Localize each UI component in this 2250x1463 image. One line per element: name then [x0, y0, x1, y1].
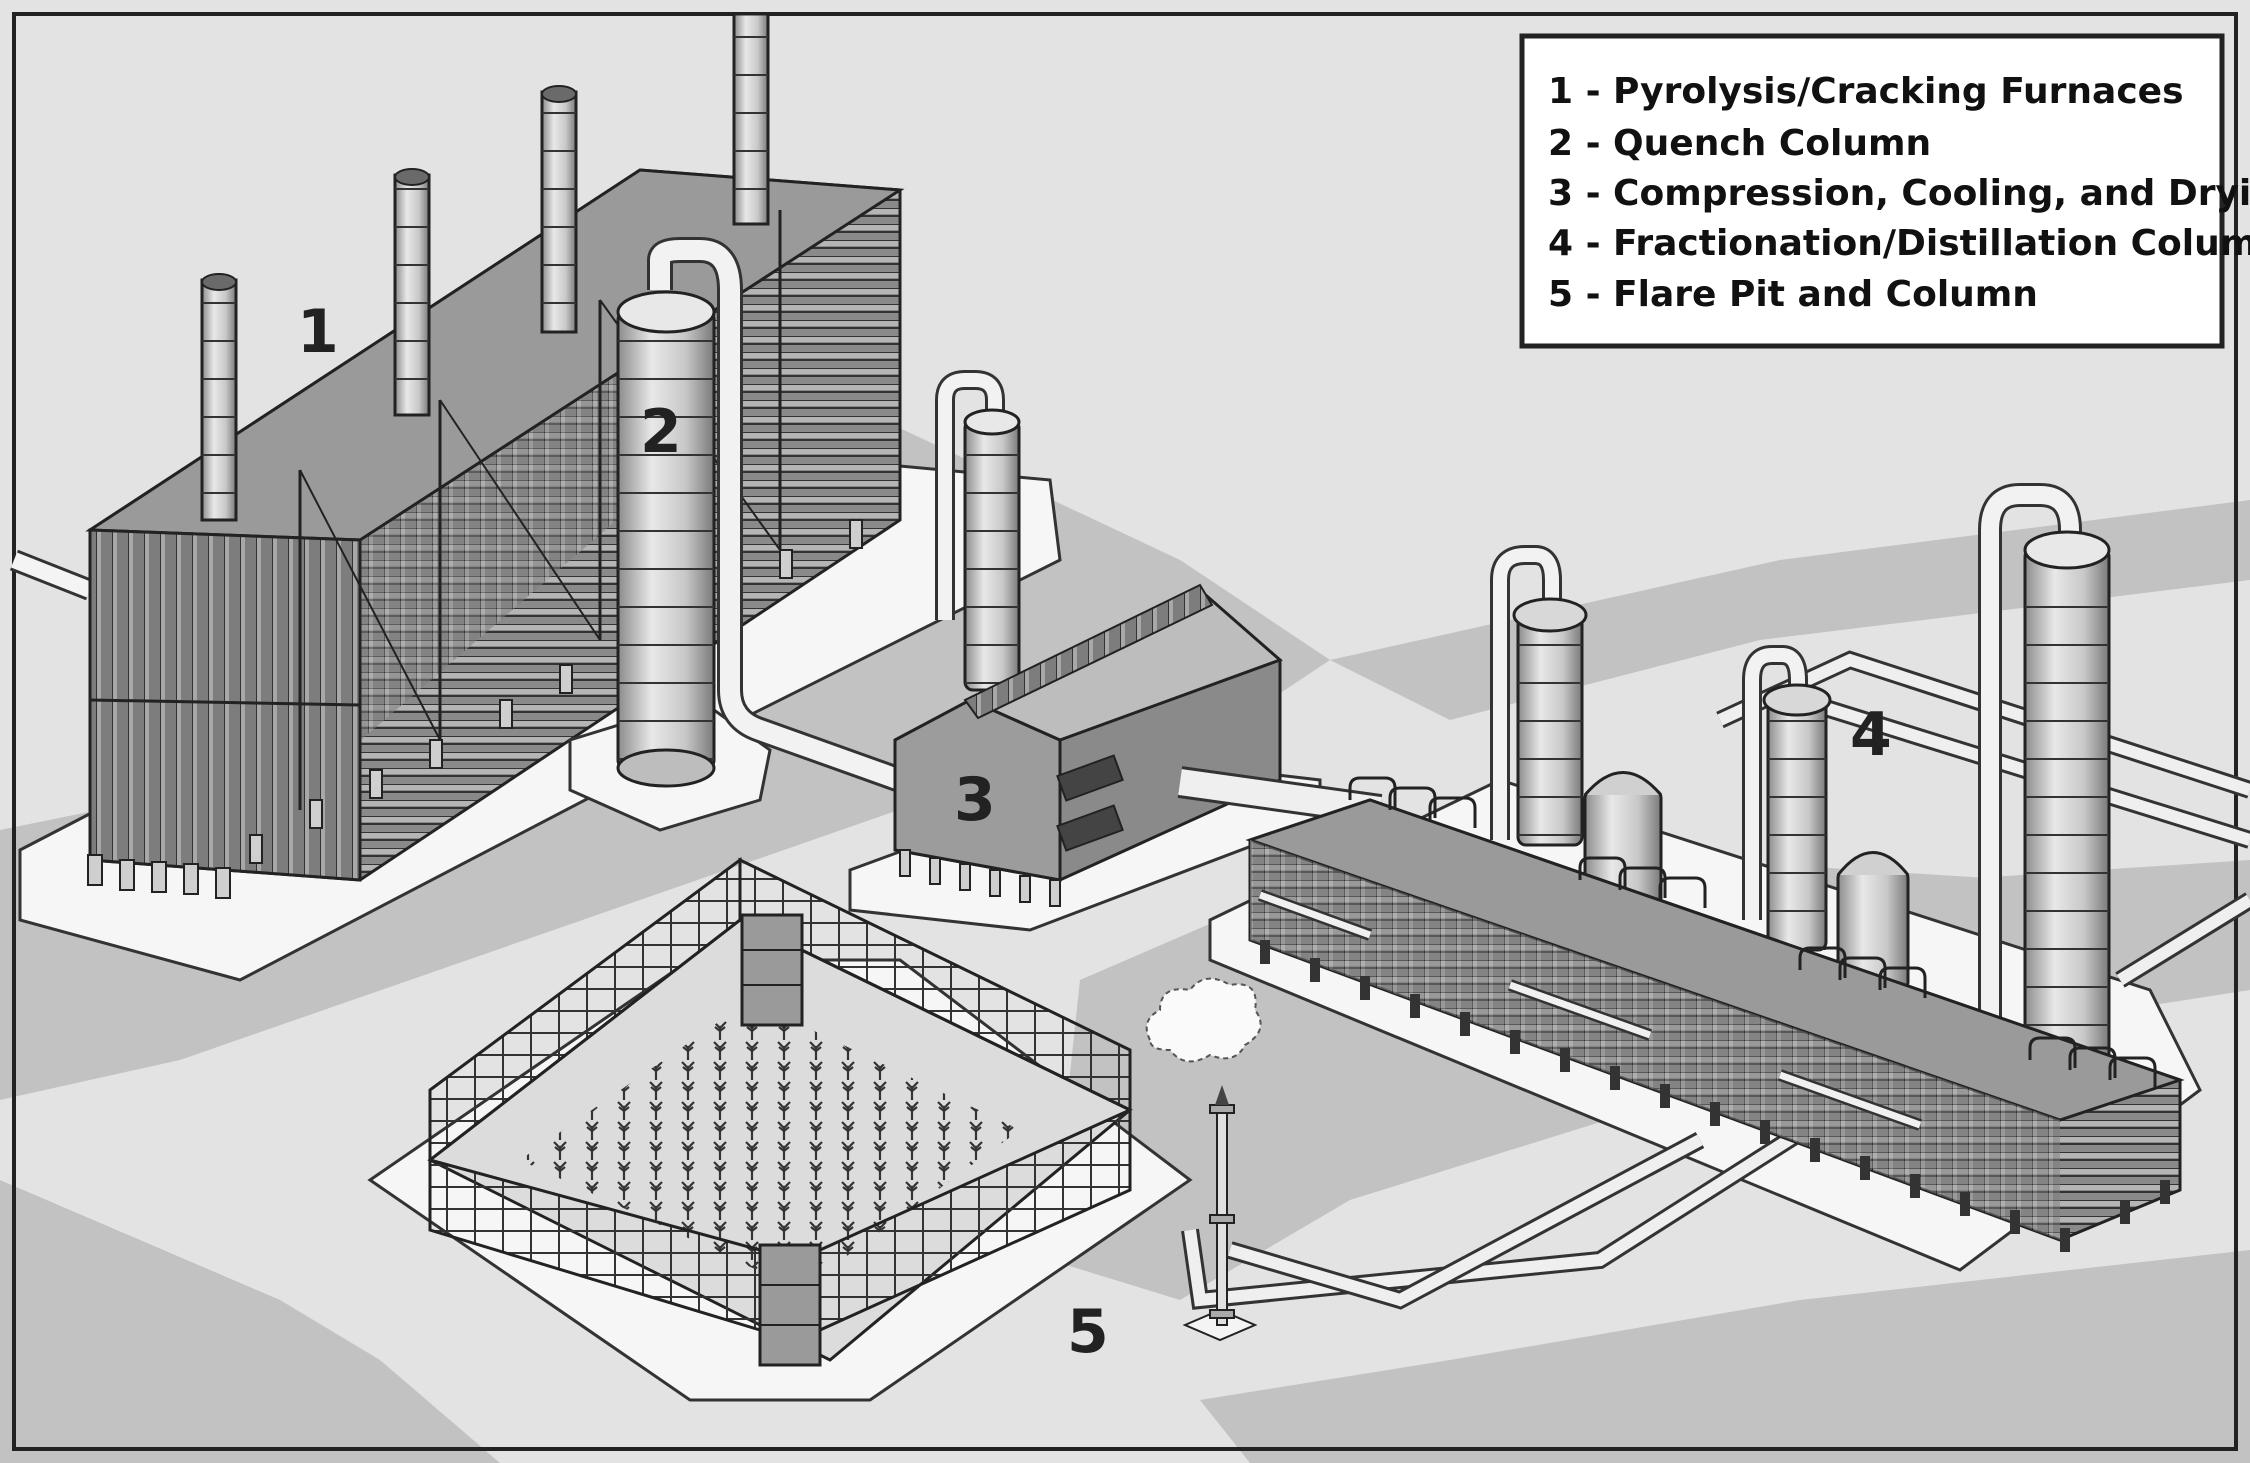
legend-item-4: 4 - Fractionation/Distillation Columns	[1548, 223, 2250, 264]
legend-item-2: 2 - Quench Column	[1548, 123, 1931, 164]
frame	[12, 12, 2238, 1451]
legend: 1 - Pyrolysis/Cracking Furnaces 2 - Quen…	[1519, 33, 2250, 349]
legend-item-1: 1 - Pyrolysis/Cracking Furnaces	[1548, 71, 2184, 112]
legend-item-5: 5 - Flare Pit and Column	[1548, 274, 2038, 315]
distillation-columns	[1490, 483, 2111, 1067]
legend-item-3: 3 - Compression, Cooling, and Drying	[1548, 173, 2250, 214]
marker-compression: 3	[954, 765, 996, 835]
marker-quench: 2	[640, 397, 682, 467]
marker-fractionation: 4	[1850, 700, 1892, 770]
furnace-stacks	[200, 12, 770, 522]
compressor-column	[963, 408, 1021, 692]
legend-box	[1519, 33, 2225, 349]
exchanger-rack	[1245, 776, 2185, 1252]
quench-column	[616, 290, 716, 788]
flare-column	[1145, 977, 1262, 1342]
marker-furnaces: 1	[297, 297, 339, 367]
flare-pit	[427, 857, 1133, 1367]
compression-building	[893, 583, 1283, 907]
marker-flare: 5	[1067, 1297, 1109, 1367]
